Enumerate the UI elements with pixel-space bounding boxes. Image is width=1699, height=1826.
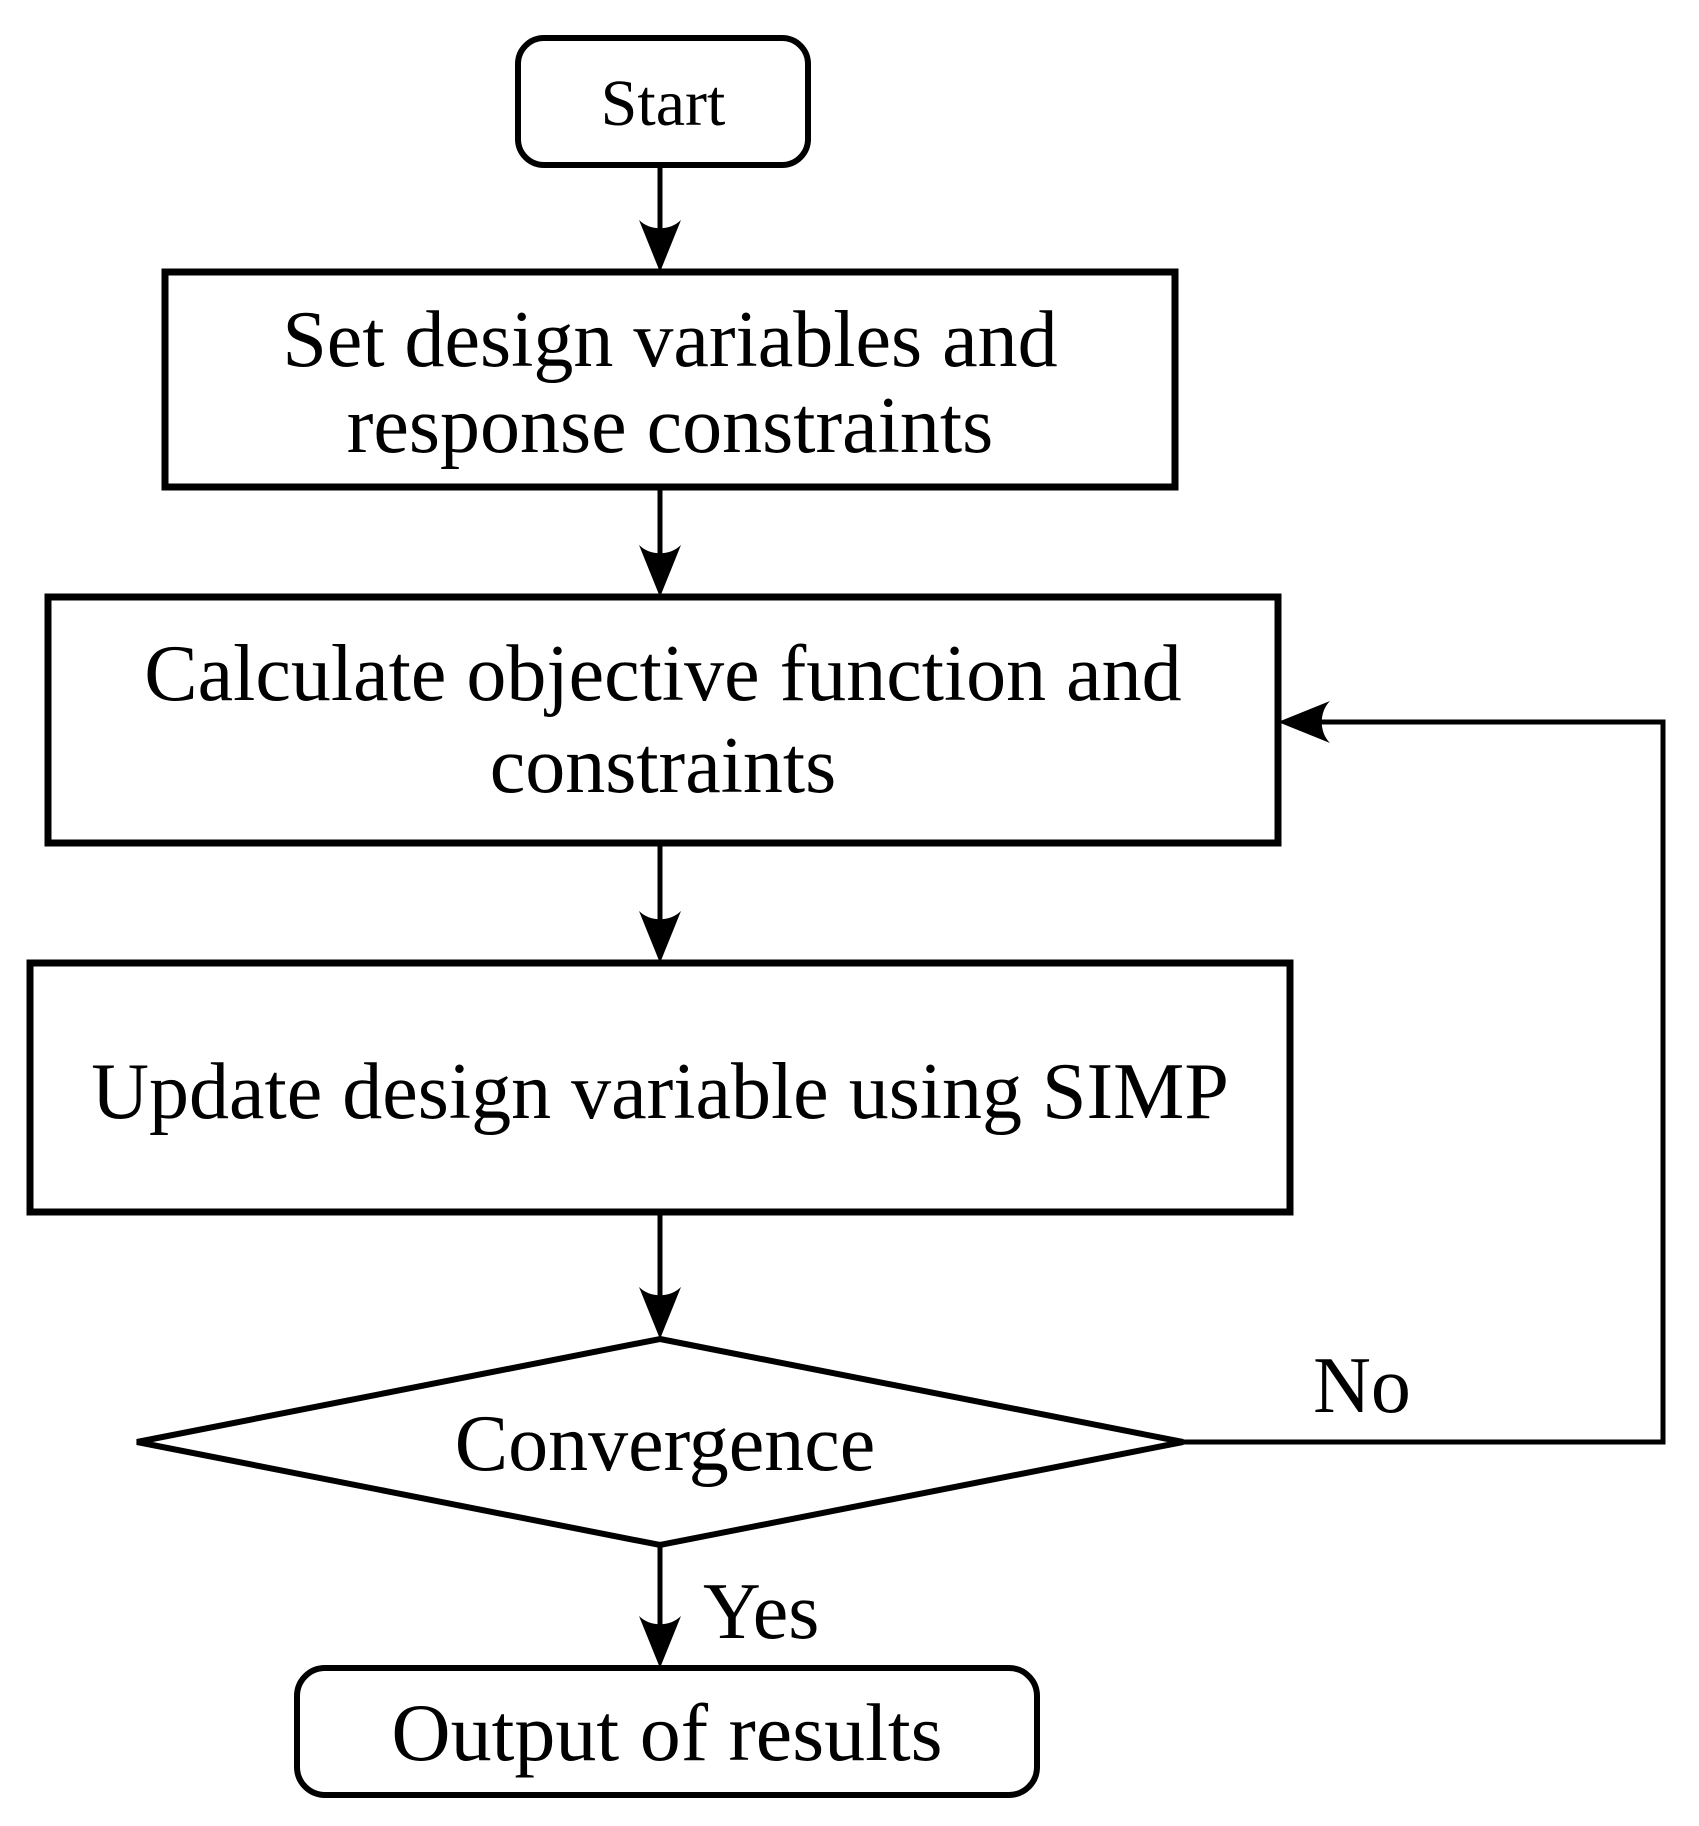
arrow-update-to-convergence-head xyxy=(639,1287,681,1339)
yes-arrow-head xyxy=(639,1616,681,1668)
start-node xyxy=(515,35,811,168)
no-feedback-arrow-head xyxy=(1278,701,1330,743)
calculate-label-line2: constraints xyxy=(490,722,837,810)
no-feedback-path xyxy=(1183,719,1666,1445)
output-node-label: Output of results xyxy=(391,1687,942,1778)
arrow-start-to-set-head xyxy=(639,220,681,272)
calculate-label-line1: Calculate objective function and xyxy=(144,630,1181,718)
set-design-label-line2: response constraints xyxy=(347,382,994,470)
update-node-label: Update design variable using SIMP xyxy=(91,1048,1229,1136)
output-node xyxy=(294,1665,1040,1798)
convergence-node-label: Convergence xyxy=(455,1400,876,1488)
calculate-node xyxy=(44,593,1282,847)
yes-edge-label: Yes xyxy=(703,1568,819,1656)
arrow-set-to-calculate-head xyxy=(639,545,681,597)
set-design-node xyxy=(161,268,1179,491)
set-design-label-line1: Set design variables and xyxy=(282,296,1057,384)
start-node-label: Start xyxy=(601,67,726,140)
no-edge-label: No xyxy=(1313,1342,1411,1430)
arrow-calculate-to-update-head xyxy=(639,911,681,963)
